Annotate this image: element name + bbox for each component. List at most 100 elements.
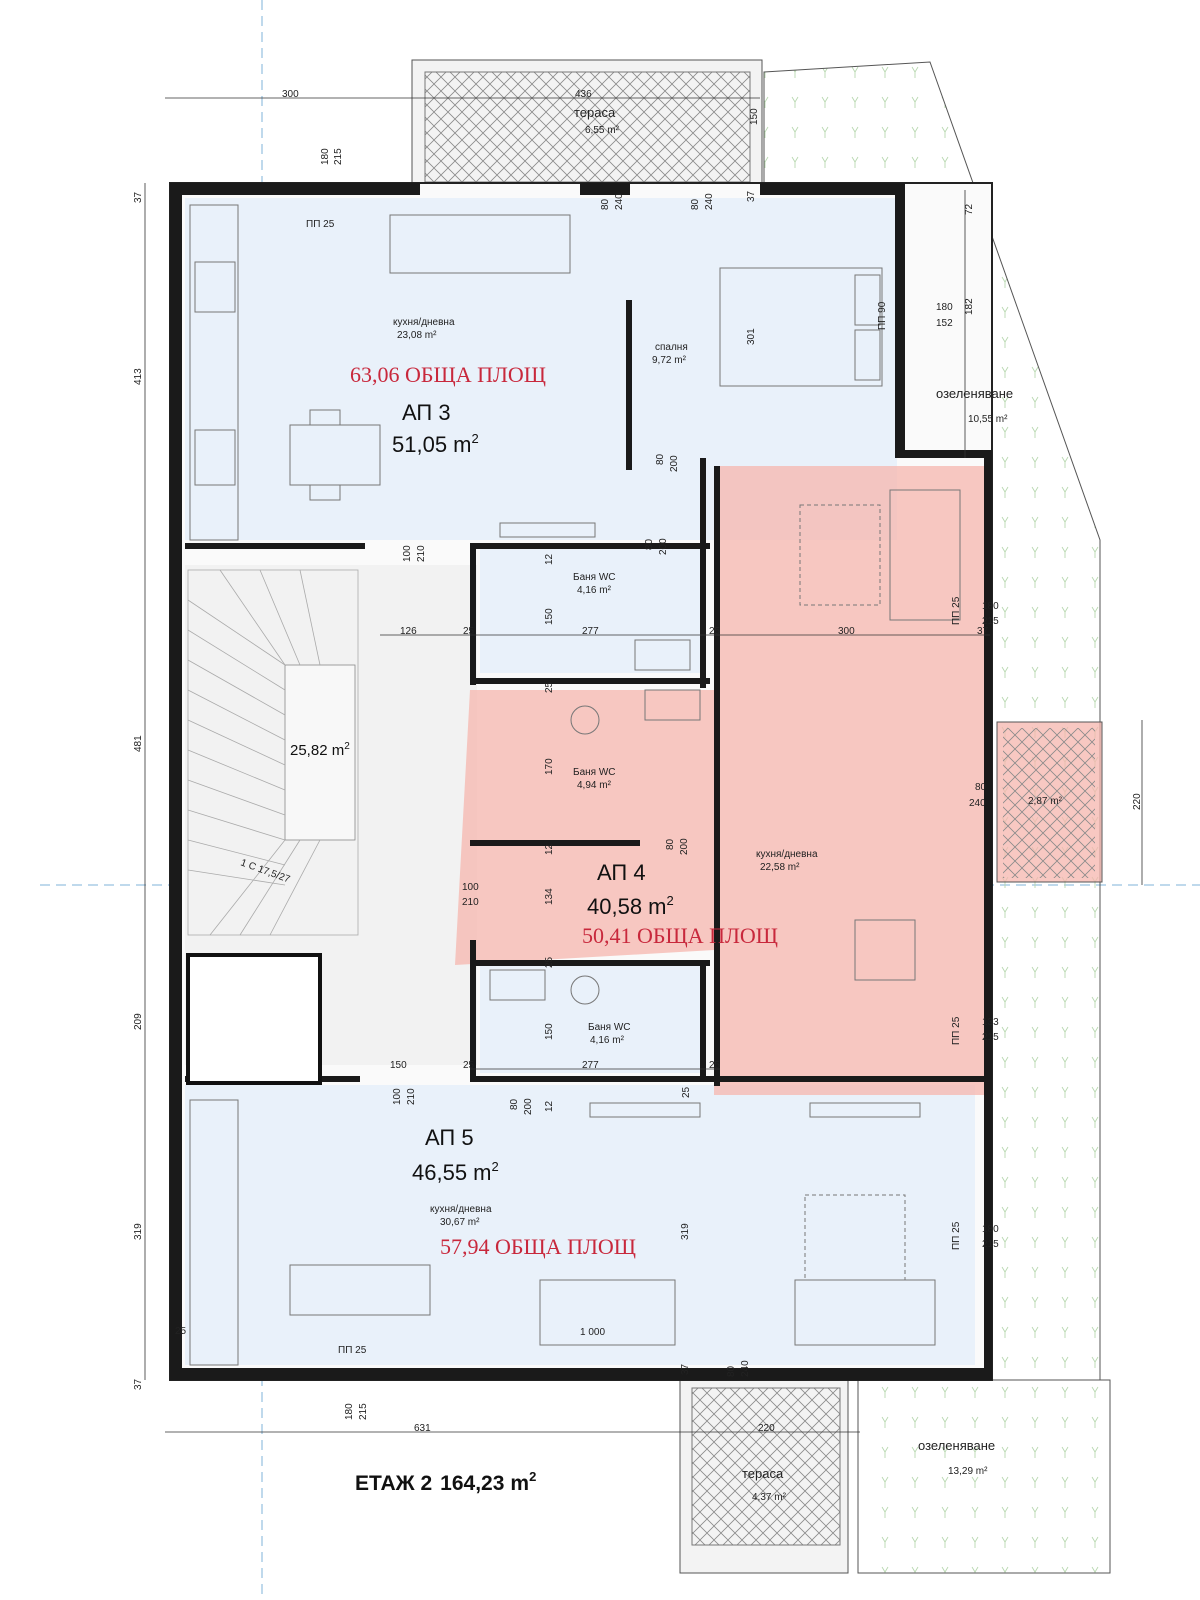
kitchen3-name: кухня/дневна bbox=[393, 317, 455, 328]
dim-631: 631 bbox=[414, 1423, 431, 1434]
dim-209: 209 bbox=[133, 1013, 144, 1030]
dim-436: 436 bbox=[575, 89, 592, 100]
dim-300: 300 bbox=[282, 89, 299, 100]
kitchen5-name: кухня/дневна bbox=[430, 1204, 492, 1215]
dim-150-ap5: 150 bbox=[390, 1060, 407, 1071]
ap3-total: 63,06 ОБЩА ПЛОЩ bbox=[350, 362, 546, 387]
balcony-ap4-area: 2,87 m² bbox=[1028, 796, 1063, 807]
dim-170: 170 bbox=[544, 758, 555, 775]
dim-240-d1: 240 bbox=[614, 193, 625, 210]
dim-12-c: 12 bbox=[544, 1100, 555, 1112]
dim-80-bath3: 80 bbox=[644, 538, 655, 550]
ap3-name: АП 3 bbox=[402, 400, 451, 425]
dim-215-top: 215 bbox=[333, 148, 344, 165]
green-bottom-area: 13,29 m² bbox=[948, 1466, 988, 1477]
dim-215-ap4b: 215 bbox=[982, 1032, 999, 1043]
dim-150-b: 150 bbox=[544, 1023, 555, 1040]
elevator-shaft bbox=[186, 953, 322, 1085]
dim-200-bath5: 200 bbox=[523, 1098, 534, 1115]
dim-1000: 1 000 bbox=[580, 1327, 605, 1338]
terrace-top-area: 6,55 m² bbox=[585, 125, 620, 136]
pp25-ap4b: ПП 25 bbox=[951, 1016, 962, 1045]
terrace-bottom-area: 4,37 m² bbox=[752, 1492, 787, 1503]
dim-200-bed: 200 bbox=[669, 455, 680, 472]
bath5-area: 4,16 m² bbox=[590, 1035, 625, 1046]
dim-12-b: 12 bbox=[544, 843, 555, 855]
dim-80-d1: 80 bbox=[600, 198, 611, 210]
dim-150-a: 150 bbox=[544, 608, 555, 625]
dim-37-bottom: 37 bbox=[133, 1378, 144, 1390]
dim-37-d: 37 bbox=[746, 190, 757, 202]
dim-80-bath5: 80 bbox=[509, 1098, 520, 1110]
dim-80-terr: 80 bbox=[726, 1365, 737, 1377]
ap5-name: АП 5 bbox=[425, 1125, 474, 1150]
bath5-name: Баня WC bbox=[588, 1022, 631, 1033]
dim-277-a: 277 bbox=[582, 626, 599, 637]
dim-240-d2: 240 bbox=[704, 193, 715, 210]
green-bottom-name: озеленяване bbox=[918, 1438, 995, 1453]
dim-25-g: 25 bbox=[544, 956, 555, 968]
bedroom3-name: спалня bbox=[655, 342, 688, 353]
ap4-total: 50,41 ОБЩА ПЛОЩ bbox=[582, 923, 778, 948]
bedroom3-area: 9,72 m² bbox=[652, 355, 687, 366]
dim-215-bottom: 215 bbox=[358, 1403, 369, 1420]
dim-25-h: 25 bbox=[681, 1086, 692, 1098]
dim-37-terr: 37 bbox=[680, 1363, 691, 1375]
dim-100-ap3: 100 bbox=[402, 545, 413, 562]
terrace-top-name: тераса bbox=[574, 105, 616, 120]
dim-80-bath4: 80 bbox=[665, 838, 676, 850]
dim-215-ap5: 215 bbox=[982, 1239, 999, 1250]
ap4-name: АП 4 bbox=[597, 860, 646, 885]
dim-301: 301 bbox=[746, 328, 757, 345]
dim-12-a: 12 bbox=[544, 553, 555, 565]
dim-240-terr: 240 bbox=[740, 1360, 751, 1377]
dim-180-bed: 180 bbox=[936, 302, 953, 313]
dim-80-bed: 80 bbox=[655, 453, 666, 465]
dim-152-bed: 152 bbox=[936, 318, 953, 329]
bath4-area: 4,94 m² bbox=[577, 780, 612, 791]
dim-210-ap5: 210 bbox=[406, 1088, 417, 1105]
dim-80-d2: 80 bbox=[690, 198, 701, 210]
dimension-lines bbox=[144, 97, 1143, 1433]
dim-72: 72 bbox=[964, 203, 975, 215]
dim-180-ap4: 180 bbox=[982, 601, 999, 612]
green-top-name: озеленяване bbox=[936, 386, 1013, 401]
ap4-area: 40,58 m2 bbox=[587, 893, 674, 919]
pp25-bottom: ПП 25 bbox=[338, 1345, 367, 1356]
pp25-ap5: ПП 25 bbox=[951, 1221, 962, 1250]
terrace-bottom-name: тераса bbox=[742, 1466, 784, 1481]
dim-25-a: 25 bbox=[463, 626, 475, 637]
dim-200-bath3: 200 bbox=[658, 538, 669, 555]
dim-100-ap5: 100 bbox=[392, 1088, 403, 1105]
dim-180-ap5: 180 bbox=[982, 1224, 999, 1235]
kitchen4-area: 22,58 m² bbox=[760, 862, 800, 873]
dim-215-ap4: 215 bbox=[982, 616, 999, 627]
dim-300-ap4: 300 bbox=[838, 626, 855, 637]
dim-277-b: 277 bbox=[582, 1060, 599, 1071]
ap4-highlight bbox=[455, 466, 990, 1095]
pp25-top: ПП 25 bbox=[306, 219, 335, 230]
kitchen3-area: 23,08 m² bbox=[397, 330, 437, 341]
ap5-total: 57,94 ОБЩА ПЛОЩ bbox=[440, 1234, 636, 1259]
walls bbox=[170, 183, 992, 1380]
dim-37-ap4: 37 bbox=[977, 626, 989, 637]
bath3-name: Баня WC bbox=[573, 572, 616, 583]
stair-area: 25,82 m2 bbox=[290, 741, 350, 759]
dim-25-f: 25 bbox=[544, 681, 555, 693]
dim-37-top: 37 bbox=[133, 191, 144, 203]
dim-25-e: 25 bbox=[175, 1326, 187, 1337]
dim-134: 134 bbox=[544, 888, 555, 905]
dim-180-top: 180 bbox=[320, 148, 331, 165]
dim-180-bottom: 180 bbox=[344, 1403, 355, 1420]
dim-200-bath4: 200 bbox=[679, 838, 690, 855]
dim-80-balc: 80 bbox=[975, 782, 987, 793]
bath3-area: 4,16 m² bbox=[577, 585, 612, 596]
pp90: ПП 90 bbox=[877, 301, 888, 330]
dim-220-bottom: 220 bbox=[758, 1423, 775, 1434]
stairs bbox=[187, 569, 359, 936]
green-area-bottom bbox=[857, 1379, 1111, 1574]
dim-25-b: 25 bbox=[709, 626, 721, 637]
dim-210-ap3: 210 bbox=[416, 545, 427, 562]
dim-133: 133 bbox=[982, 1017, 999, 1028]
furniture bbox=[189, 204, 961, 1366]
